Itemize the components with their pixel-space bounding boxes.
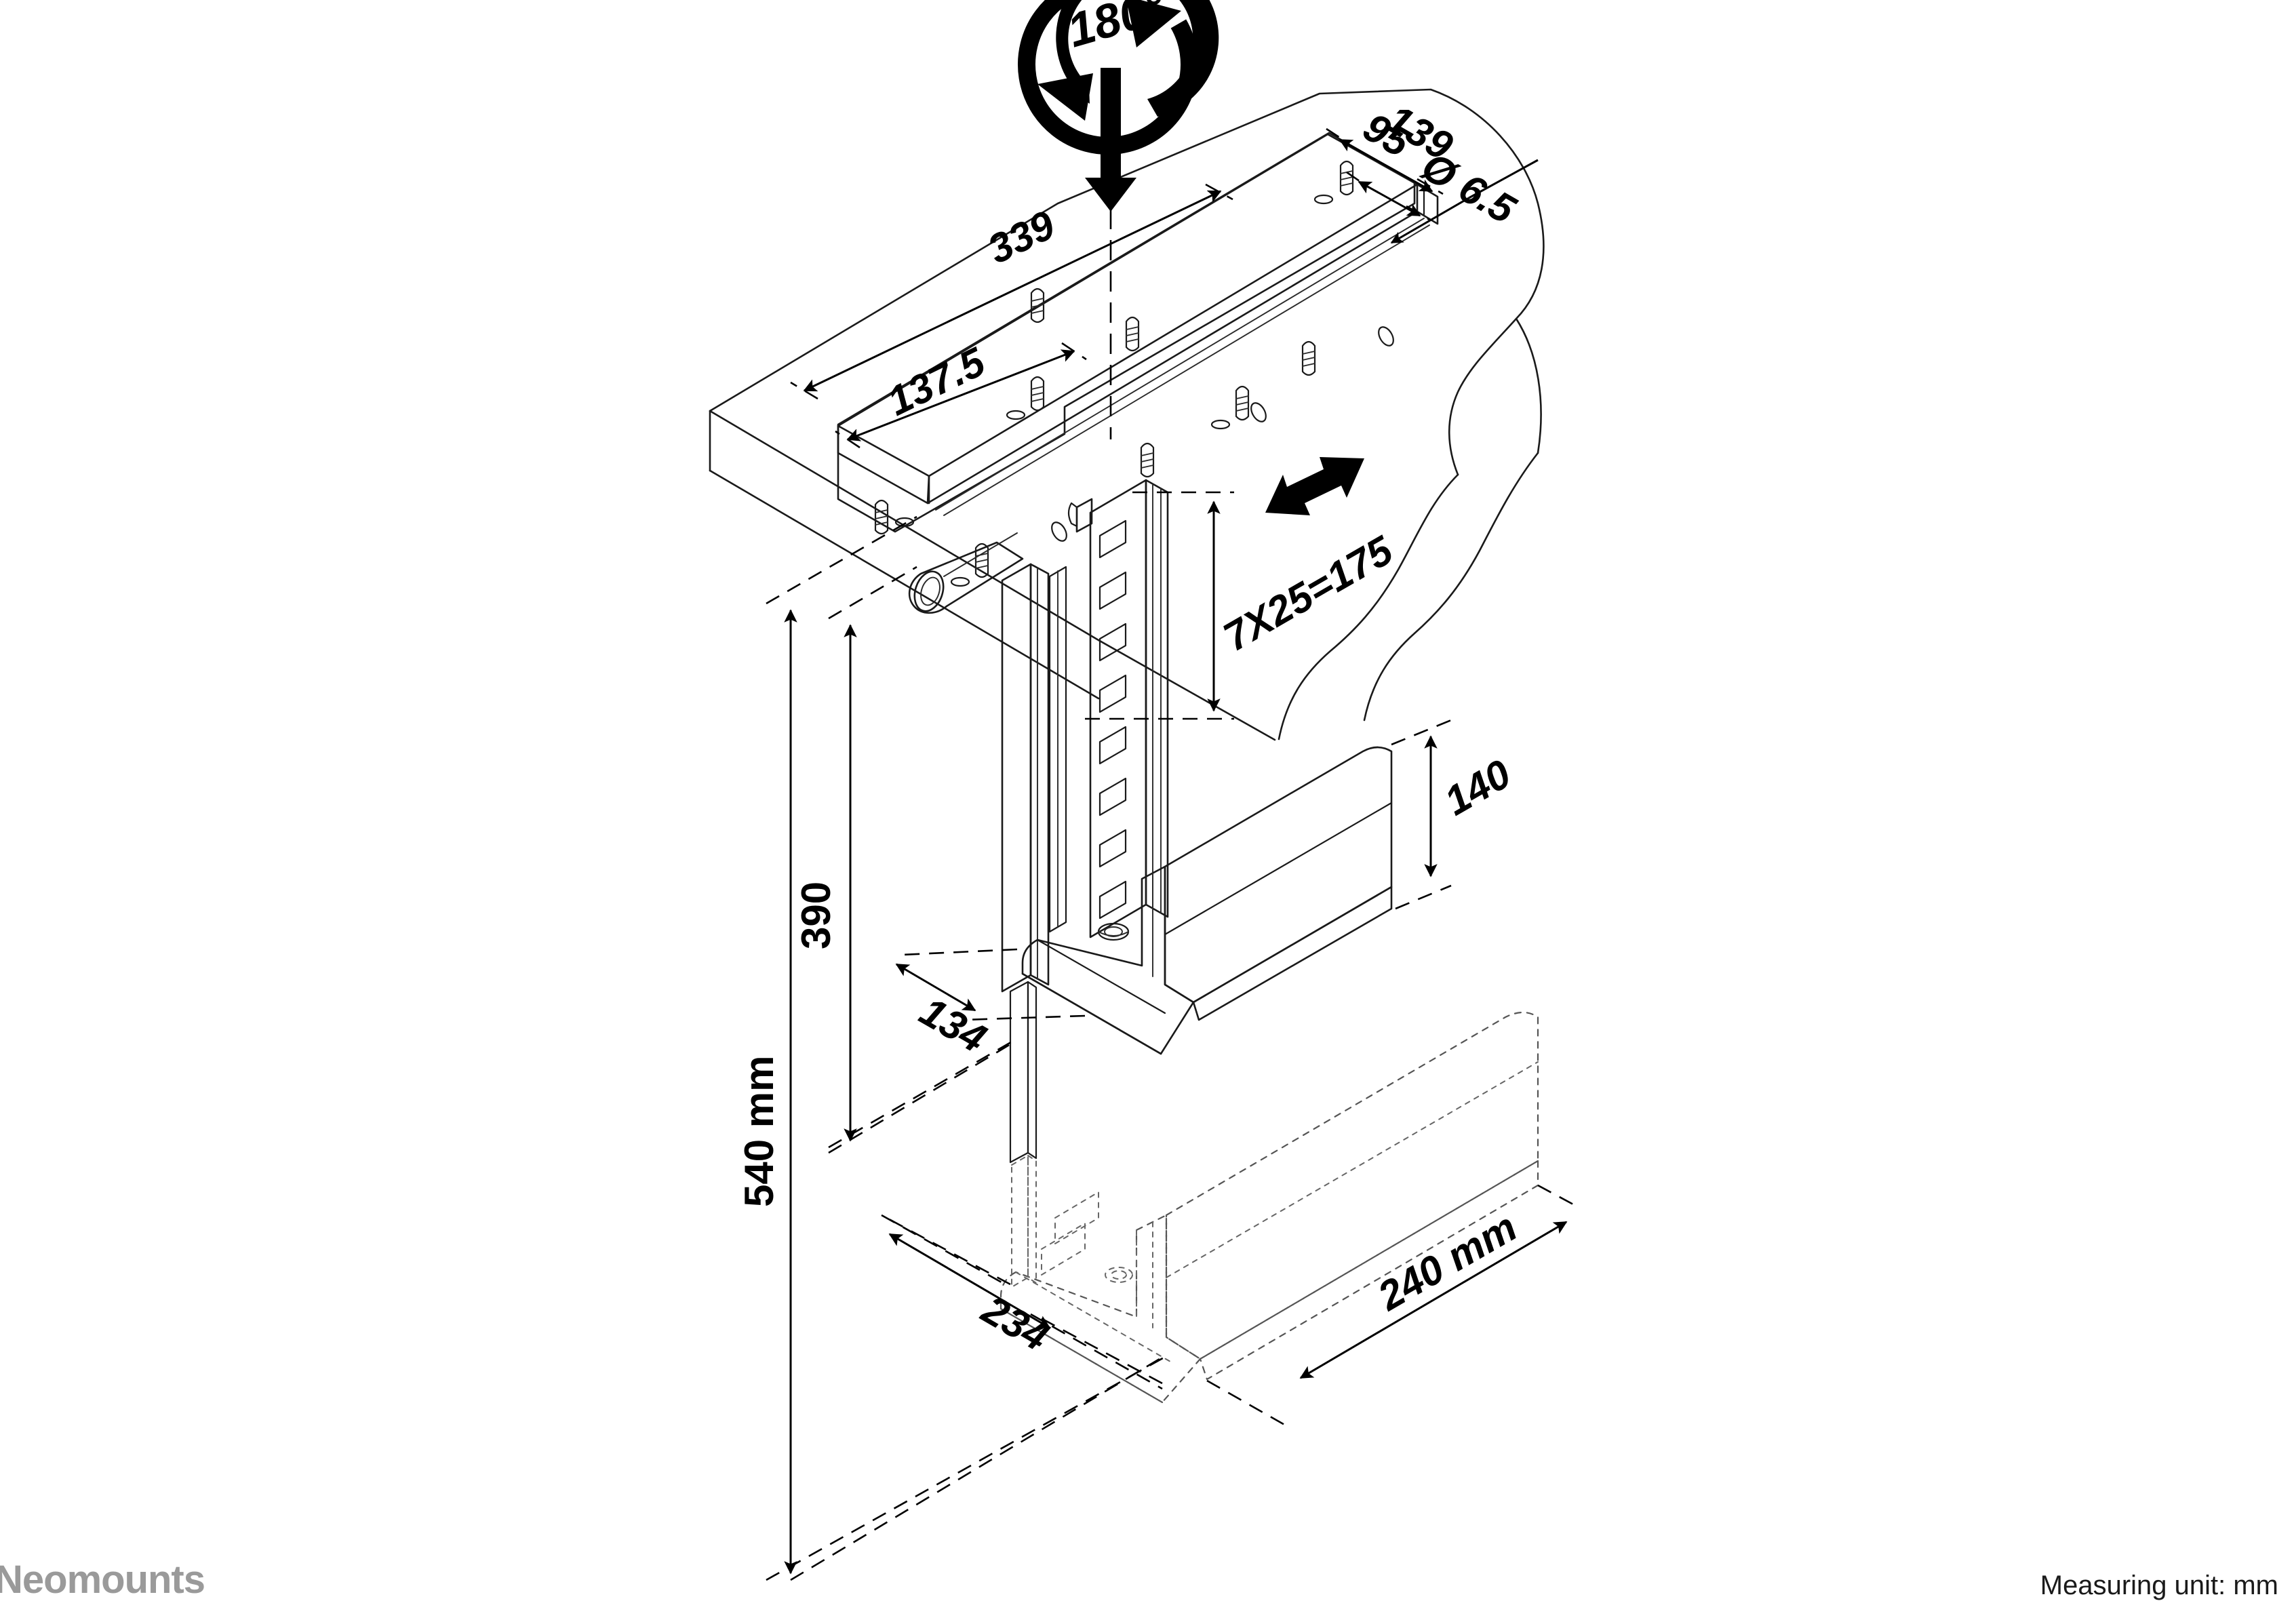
slotted-rail [1067,479,1169,939]
rail-slot [1098,519,1127,559]
cylindrical-knob [908,532,1024,614]
threaded-boss-phantom [1105,1267,1133,1283]
mounting-hole [1250,402,1267,422]
insert-direction-arrow [1085,68,1136,212]
rail-slot [1098,623,1127,662]
dimension-7x25-175: 7X25=175 [1085,491,1401,720]
screw-icon [950,542,989,587]
screw-icon [1140,442,1155,478]
screw-icon [1301,340,1316,376]
inner-strap [1048,566,1067,933]
screw-icon [1313,160,1354,205]
dimension-diameter-6-5: Ø 6.5 [1390,143,1539,244]
dimension-390-label: 390 [793,882,839,949]
dimension-540: 540 mm [736,515,1167,1581]
dimension-540-label: 540 mm [736,1056,782,1207]
cpu-cradle [1021,746,1393,1055]
screw-icon [874,499,915,535]
slide-direction-arrow [1265,457,1364,515]
dimension-339-label: 339 [981,201,1062,272]
rail-slot [1098,829,1127,868]
rail-slot [1098,726,1127,765]
dimension-137-5-label: 137.5 [880,338,993,424]
mounting-hole [1051,521,1067,542]
dimension-7x25-label: 7X25=175 [1216,527,1401,660]
dimension-240-label: 240 mm [1370,1204,1524,1319]
left-support-strap [1001,563,1050,1164]
dimension-134: 134 [895,948,1086,1061]
construction-line-234b [1030,1313,1163,1390]
dimension-240: 240 mm [1206,1184,1574,1427]
dimension-140: 140 [1391,719,1518,910]
dimension-390: 390 [793,566,1015,1149]
rotation-angle-label: 180° [1062,0,1172,57]
dimension-234: 234 [881,1214,1163,1385]
screw-icon [1030,288,1045,323]
screw-icon [1125,316,1140,352]
dimension-339: 339 [790,183,1233,400]
dimension-234-label: 234 [974,1286,1056,1360]
construction-line-bottom [790,1354,1167,1581]
threaded-boss [1097,922,1130,941]
rail-slot [1098,880,1127,920]
rail-slot [1098,777,1127,816]
construction-line-mid [828,1039,1018,1154]
screw-icon [1006,376,1045,420]
mounting-hole [1378,326,1394,347]
rail-slot [1098,571,1127,610]
rail-slot [1098,674,1127,713]
dimension-140-label: 140 [1437,751,1518,824]
screw-icon [1210,385,1250,430]
brand-logo: Neomounts [0,1558,205,1602]
dimension-134-label: 134 [913,988,994,1061]
measuring-unit-note: Measuring unit: mm [2040,1570,2278,1600]
